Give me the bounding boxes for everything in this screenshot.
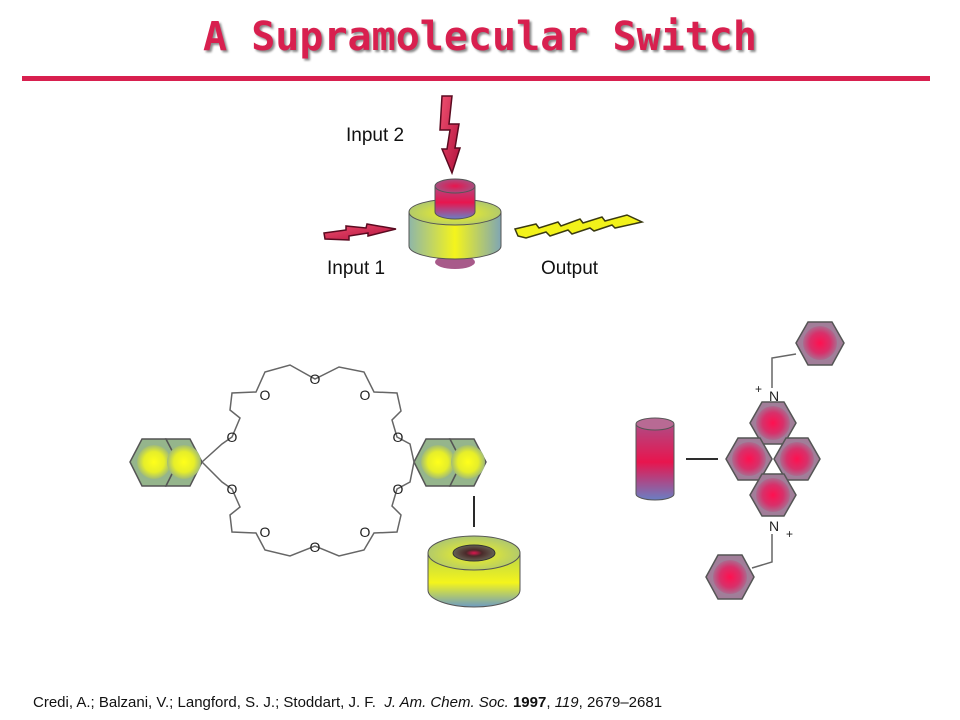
top-benzyl-center	[803, 326, 837, 360]
thread-rod-top	[635, 417, 675, 431]
switch-illustration: Input 2 Input 1 Output	[323, 95, 645, 279]
polyether-chain	[201, 364, 415, 463]
fused-ring-left-center	[732, 442, 766, 476]
oxygen-atom: O	[310, 371, 321, 387]
right-naphthalene-center-a	[421, 445, 455, 479]
charge-plus-bottom: +	[786, 527, 793, 541]
nitrogen-atom-top: N	[769, 388, 779, 404]
oxygen-atom: O	[393, 481, 404, 497]
citation-pages: 2679–2681	[586, 694, 663, 711]
output-lightning-icon	[513, 214, 645, 239]
nitrogen-atom-bottom: N	[769, 518, 779, 534]
oxygen-atom: O	[260, 524, 271, 540]
citation-year: 1997	[512, 694, 547, 711]
rod-top	[434, 185, 476, 220]
oxygen-atom: O	[310, 539, 321, 555]
thread-structure: N + N +	[635, 321, 845, 600]
citation: Credi, A.; Balzani, V.; Langford, S. J.;…	[33, 694, 663, 711]
citation-volume: 119	[554, 694, 579, 711]
oxygen-atom: O	[227, 429, 238, 445]
polyether-chain-lower	[201, 461, 415, 557]
output-label: Output	[541, 258, 599, 279]
title-underline	[22, 76, 930, 81]
slide-title: A Supramolecular Switch	[203, 14, 757, 60]
left-naphthalene-center-b	[167, 445, 201, 479]
oxygen-atom: O	[227, 481, 238, 497]
fused-ring-top-center	[756, 406, 790, 440]
crown-ether-structure: O O O O O O O O O O	[129, 364, 521, 608]
left-naphthalene-center-a	[137, 445, 171, 479]
oxygen-atom: O	[393, 429, 404, 445]
donut-hole	[452, 544, 496, 562]
fused-ring-bottom-center	[756, 478, 790, 512]
input2-lightning-icon	[439, 95, 462, 176]
input1-label: Input 1	[327, 258, 385, 279]
oxygen-atom: O	[360, 387, 371, 403]
citation-journal: J. Am. Chem. Soc.	[384, 694, 509, 711]
bottom-benzyl-linker	[751, 534, 773, 569]
bottom-benzyl-center	[713, 560, 747, 594]
oxygen-atom: O	[260, 387, 271, 403]
thread-rod-body	[635, 423, 675, 501]
top-benzyl-linker	[771, 353, 797, 388]
rod-top-cap	[434, 178, 476, 194]
right-naphthalene-center-b	[451, 445, 485, 479]
input1-lightning-icon	[323, 223, 397, 241]
charge-plus-top: +	[755, 382, 762, 396]
input2-label: Input 2	[346, 125, 404, 146]
citation-authors: Credi, A.; Balzani, V.; Langford, S. J.;…	[33, 694, 376, 711]
oxygen-atom: O	[360, 524, 371, 540]
fused-ring-right-center	[780, 442, 814, 476]
